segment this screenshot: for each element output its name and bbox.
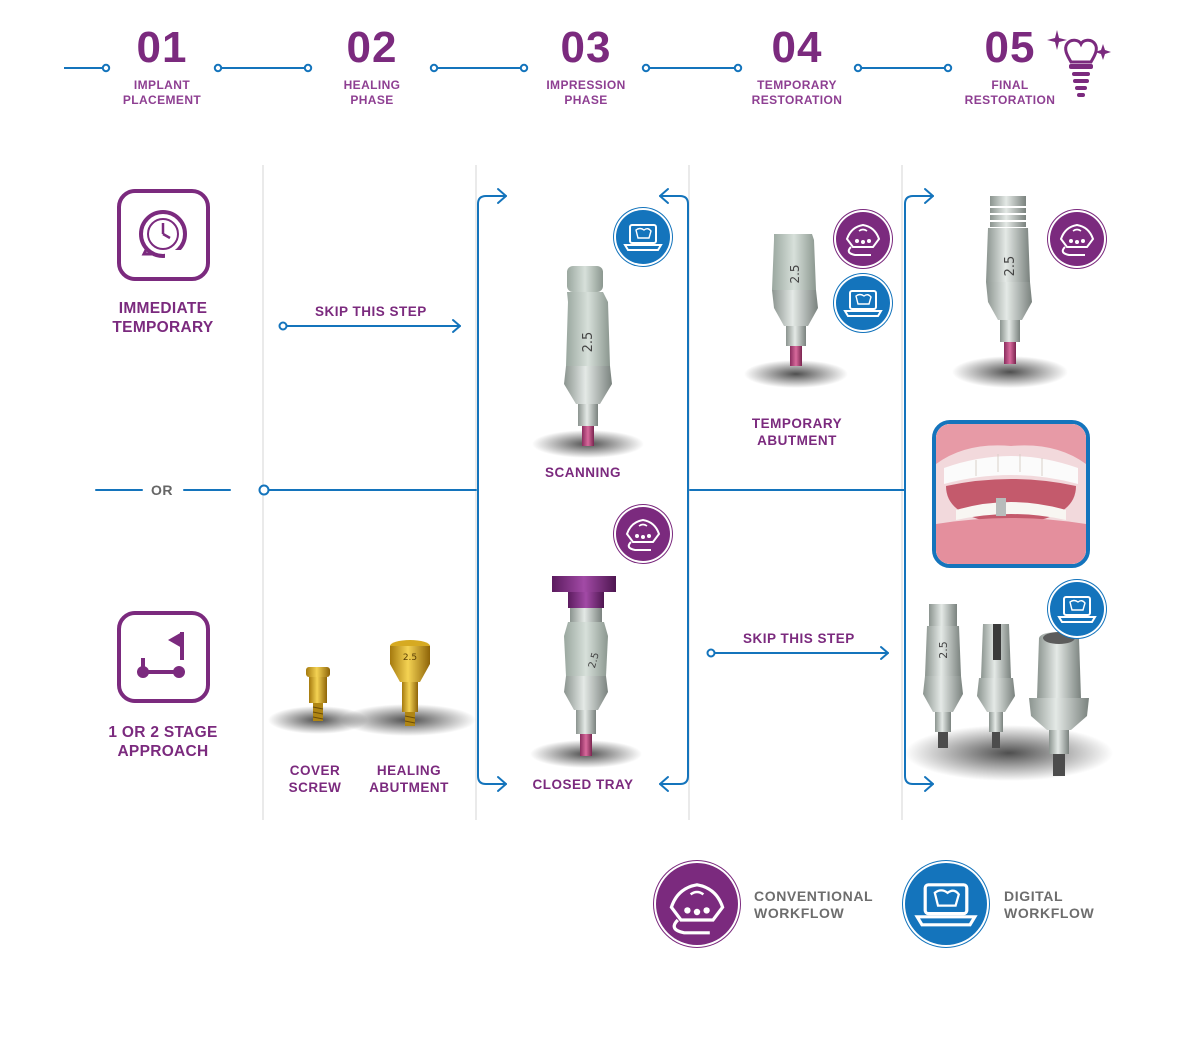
scan-body-image: 2.5 (532, 266, 644, 458)
temporary-abutment-image: 2.5 (744, 234, 848, 388)
step-number-03: 03 (560, 23, 612, 72)
dental-photo (932, 420, 1090, 568)
digital-workflow-badge-scanning (616, 210, 670, 264)
clock-icon (117, 189, 210, 281)
step-number-02: 02 (346, 23, 398, 72)
set-size-engraving: 2.5 (937, 641, 950, 659)
skip-step-label-top: SKIP THIS STEP (315, 304, 427, 319)
healing-size-engraving: 2.5 (403, 653, 417, 663)
mouth-illustration (936, 424, 1086, 564)
closed-tray-coping-image: 2.5 (530, 576, 642, 768)
scanning-caption: SCANNING (544, 465, 621, 480)
timeline-connectors (64, 63, 953, 73)
sparkle-implant-icon (1047, 30, 1111, 97)
digital-workflow-badge-final (1050, 582, 1104, 636)
conventional-workflow-badge-temp (836, 212, 890, 266)
flag-path-icon (117, 611, 210, 703)
or-separator: OR (151, 482, 173, 498)
final-abutment-image: 2.5 (952, 196, 1068, 388)
skip-step-label-bottom: SKIP THIS STEP (743, 631, 855, 646)
healing-abutment-image: 2.5 (390, 640, 430, 726)
closed-tray-caption: CLOSED TRAY (532, 777, 634, 792)
cover-screw-image (268, 667, 476, 736)
final-size-engraving: 2.5 (1003, 256, 1018, 277)
conventional-workflow-legend-icon (656, 863, 738, 945)
conventional-workflow-badge-final (1050, 212, 1104, 266)
step-number-01: 01 (136, 23, 188, 72)
digital-workflow-legend-icon (905, 863, 987, 945)
digital-workflow-badge-temp (836, 276, 890, 330)
step-number-04: 04 (771, 23, 823, 72)
scan-size-engraving: 2.5 (581, 332, 596, 353)
conventional-workflow-badge-tray (616, 507, 670, 561)
step-number-05: 05 (984, 23, 1036, 72)
final-abutments-set-image: 2.5 (905, 604, 1113, 781)
temp-size-engraving: 2.5 (788, 264, 802, 283)
tray-size-engraving: 2.5 (587, 651, 602, 669)
